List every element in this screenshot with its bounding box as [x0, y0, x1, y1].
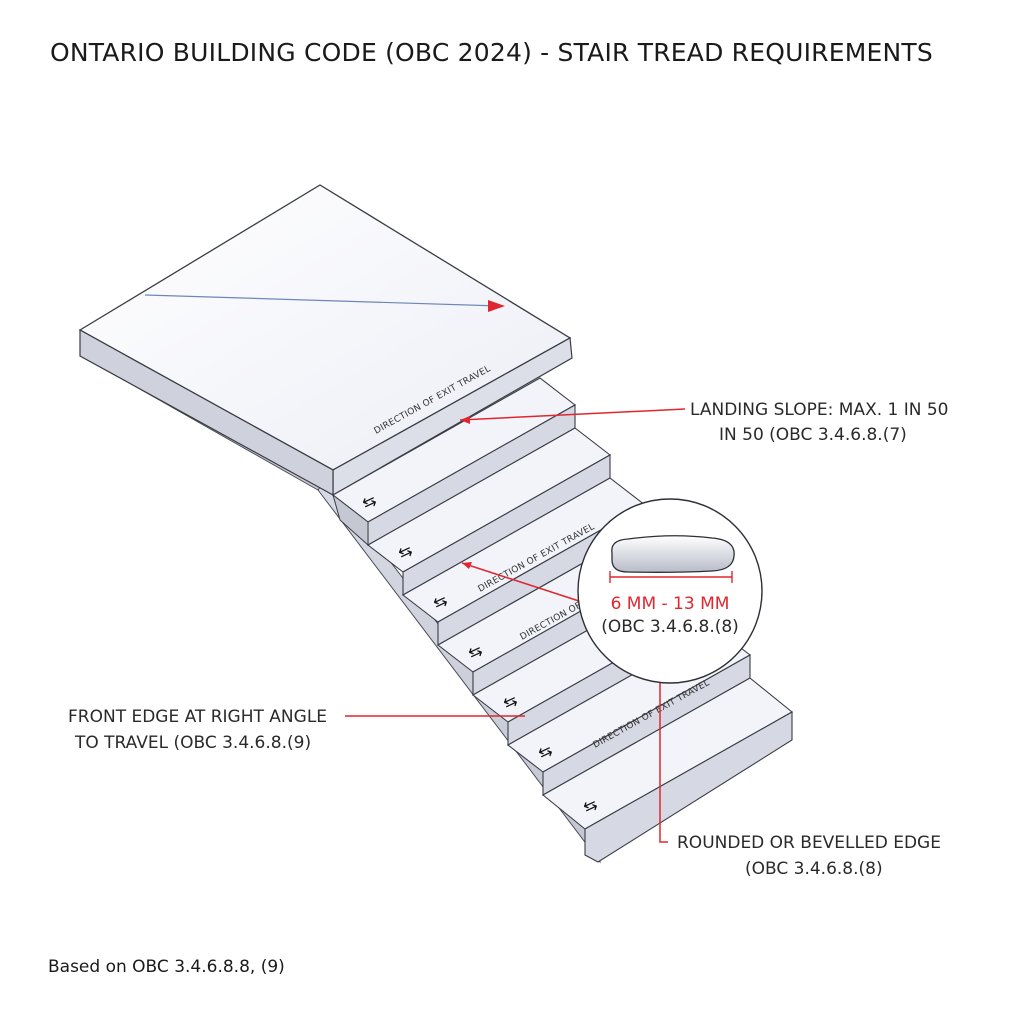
leader-detail — [461, 562, 583, 603]
front-edge-label-ref: TO TRAVEL (OBC 3.4.6.8.(9) — [74, 733, 311, 753]
nosing-detail-callout: 6 MM - 13 MM (OBC 3.4.6.8.(8) — [577, 498, 763, 684]
step-1: ⇆ — [332, 377, 576, 547]
step-7: ⇆ — [542, 677, 793, 863]
nosing-profile — [611, 535, 735, 573]
front-edge-label: FRONT EDGE AT RIGHT ANGLE — [68, 707, 327, 727]
source-note: Based on OBC 3.4.6.8.8, (9) — [48, 957, 285, 977]
leader-landing-slope — [459, 408, 686, 424]
rounded-edge-label: ROUNDED OR BEVELLED EDGE — [677, 833, 941, 853]
landing-slope-label: LANDING SLOPE: MAX. 1 IN 50 — [690, 400, 949, 420]
detail-dimension: 6 MM - 13 MM — [611, 594, 730, 614]
arrow-right-icon — [488, 300, 505, 312]
rounded-edge-label-ref: (OBC 3.4.6.8.(8) — [745, 859, 883, 879]
landing-slope-label-ref: IN 50 (OBC 3.4.6.8.(7) — [719, 425, 907, 445]
page-title: ONTARIO BUILDING CODE (OBC 2024) - STAIR… — [50, 38, 933, 67]
leader-rounded-edge — [659, 683, 668, 843]
detail-reference: (OBC 3.4.6.8.(8) — [601, 617, 739, 637]
